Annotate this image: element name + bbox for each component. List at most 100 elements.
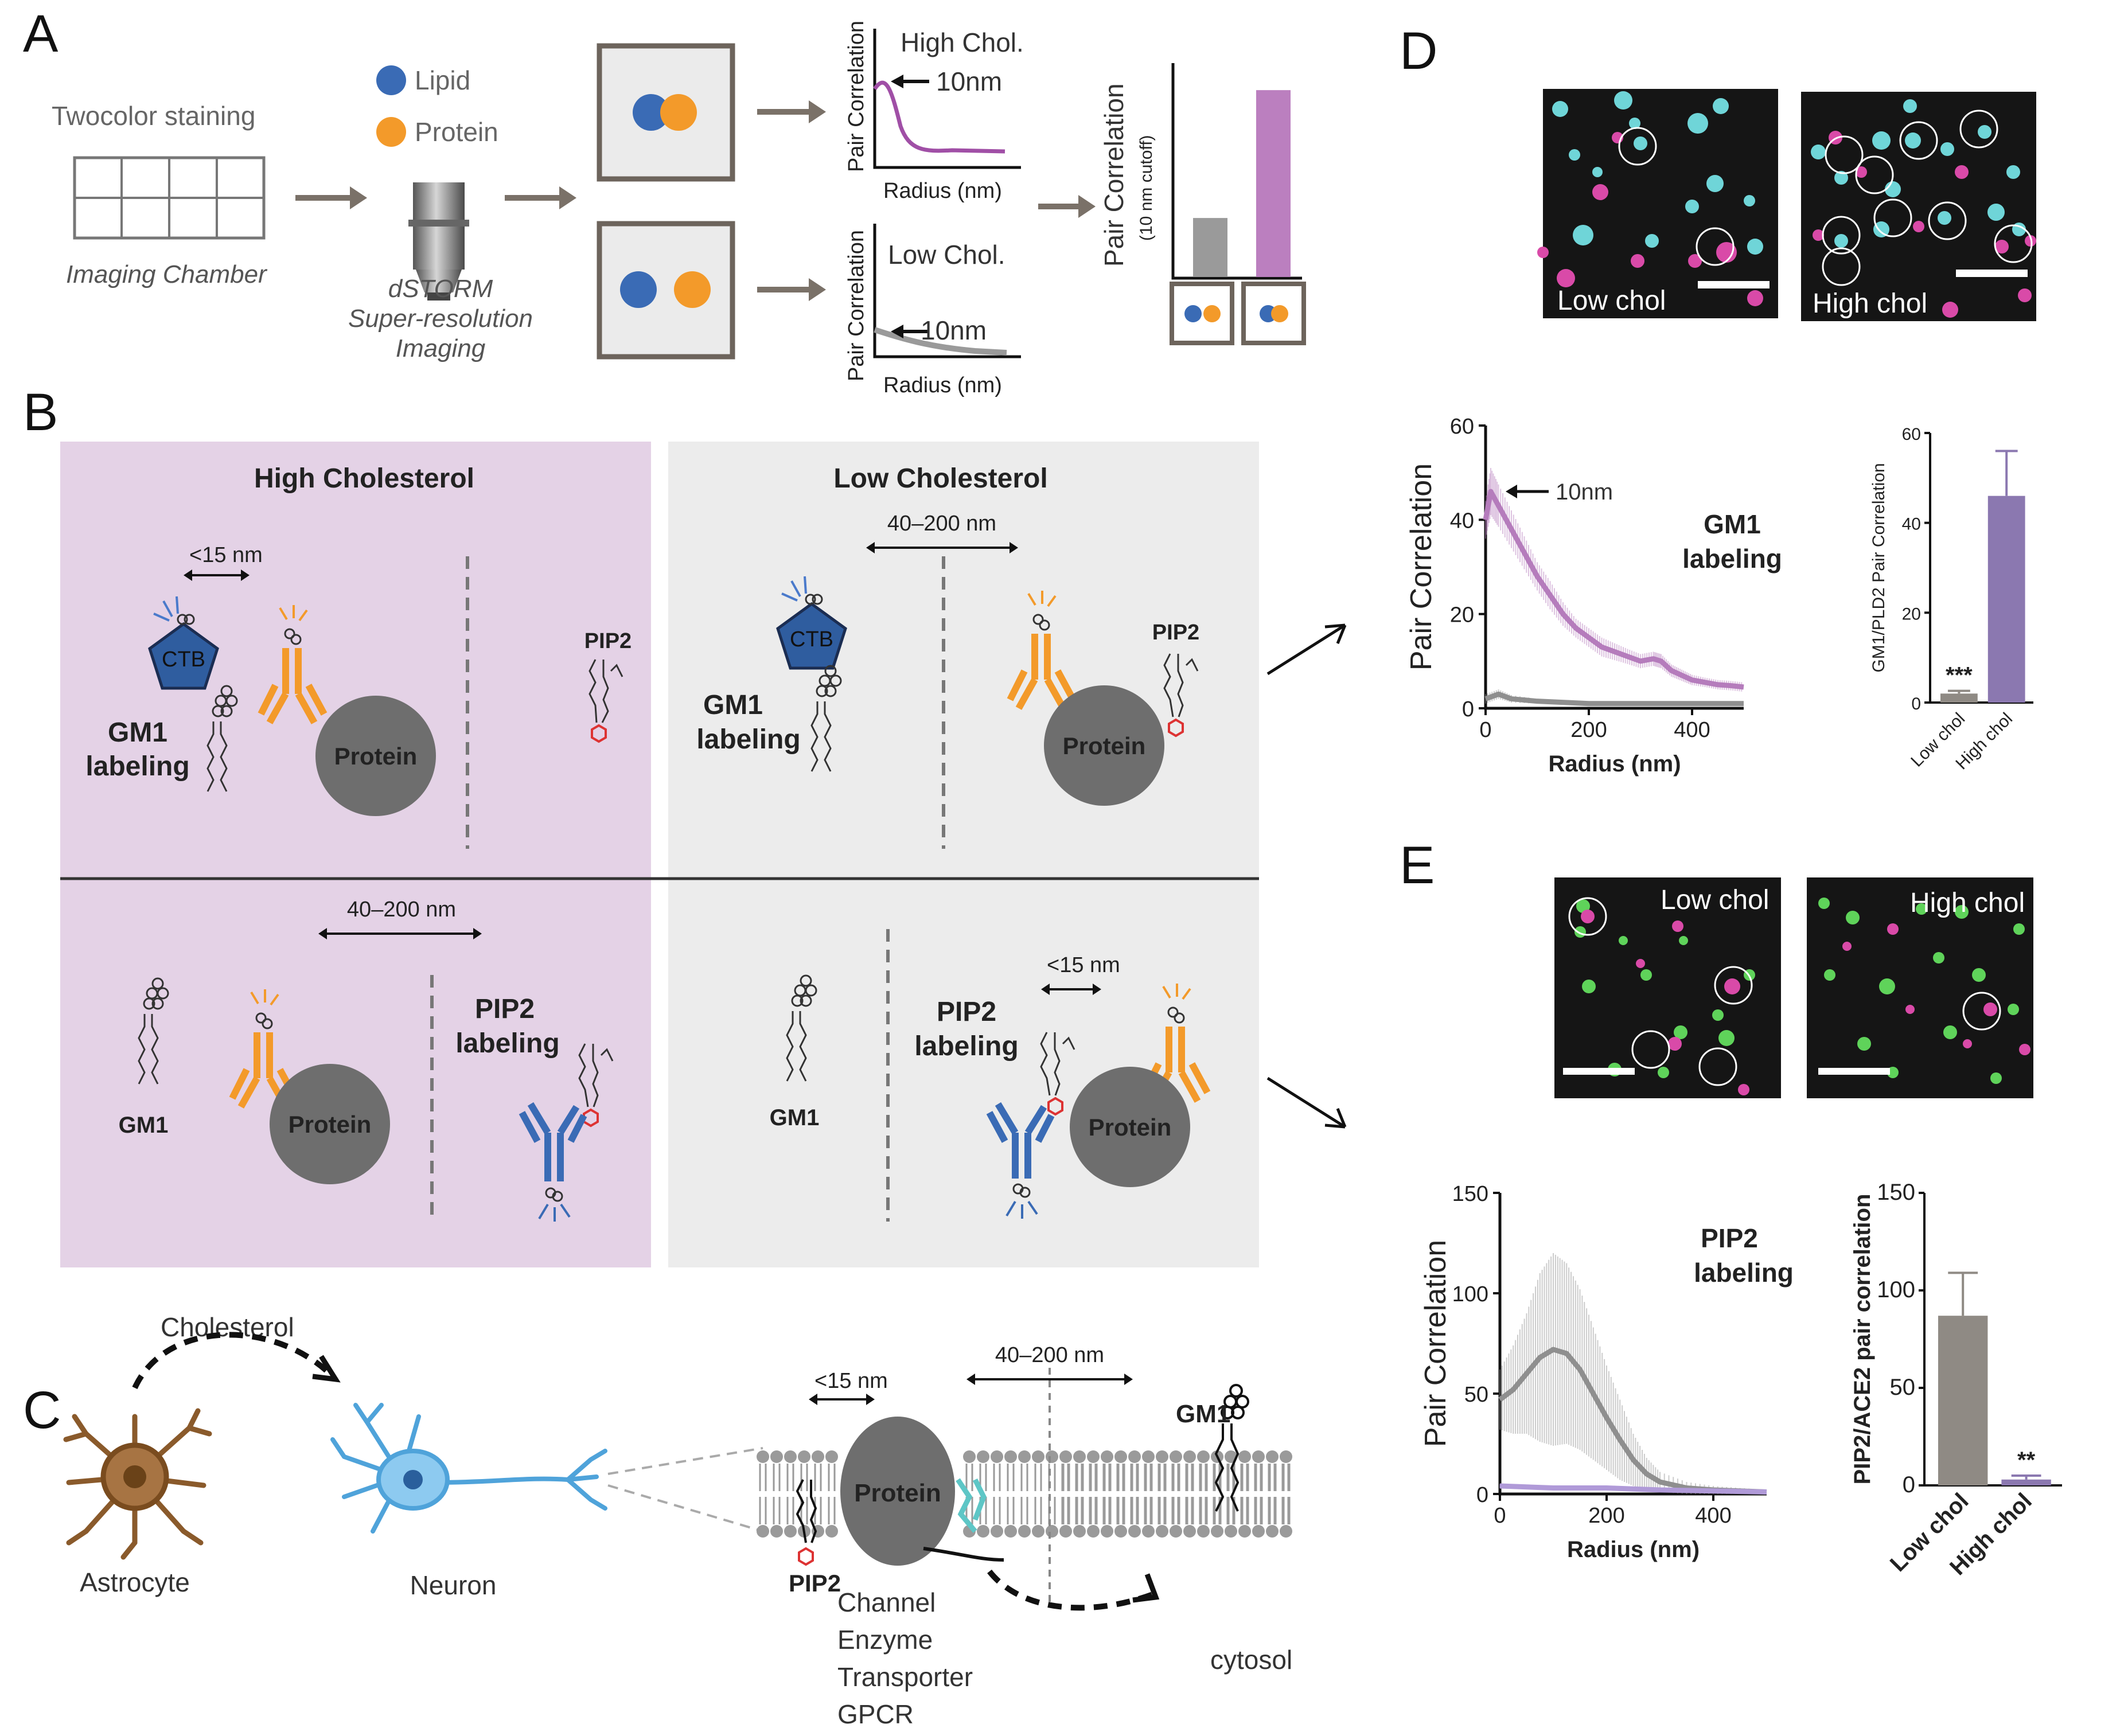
colocalization-ring xyxy=(1714,966,1753,1005)
high-chol-curve xyxy=(873,80,1005,154)
series-line-1 xyxy=(1484,691,1744,707)
colocalization-ring xyxy=(1855,155,1894,194)
fluorescent-spot xyxy=(1943,1025,1957,1039)
pointer-arrow-icon xyxy=(1266,623,1346,676)
lipid-tail xyxy=(773,1464,781,1524)
lipid-head xyxy=(1114,1450,1127,1463)
x-tick-label: 400 xyxy=(1695,1504,1731,1528)
panel-a: Twocolor staining Imaging Chamber Lipid … xyxy=(52,21,1306,397)
colocalization-ring xyxy=(1696,227,1735,266)
dist-15nm-label: <15 nm xyxy=(1047,953,1120,977)
x-tick-label: 200 xyxy=(1570,718,1607,742)
fluorescent-spot xyxy=(1879,978,1895,994)
cholesterol-teal-icon xyxy=(956,1478,987,1533)
lipid-tail xyxy=(1007,1464,1015,1524)
arrow-head-icon xyxy=(312,1355,341,1383)
scale-bar xyxy=(1956,270,2028,277)
legend-box-separated xyxy=(1170,282,1234,345)
fluorescent-spot xyxy=(1552,101,1568,117)
y-tick-label: 0 xyxy=(1903,1472,1915,1497)
protein-label: Protein xyxy=(854,1479,941,1507)
lipid-tail xyxy=(1281,1464,1291,1524)
b-high-gm1: <15 nm CTB GM1 labeling Prote xyxy=(85,543,632,816)
ctb-pentagon-icon xyxy=(148,622,219,690)
colocalization-ring xyxy=(1873,198,1912,237)
scope-line3: Imaging xyxy=(396,334,486,362)
error-bars-0 xyxy=(1485,467,1743,692)
fluorescent-spot xyxy=(1744,195,1755,206)
pip2-lipid-icon xyxy=(1040,1032,1075,1096)
x-tick-label: 200 xyxy=(1588,1504,1624,1528)
bar-0 xyxy=(1940,693,1978,703)
gm1-labeling-l2: labeling xyxy=(696,724,800,755)
lipid-head xyxy=(784,1450,797,1463)
lipid-head xyxy=(770,1525,783,1538)
lipid-tail xyxy=(1020,1464,1028,1524)
fluorescent-spot xyxy=(1903,99,1917,113)
fluorescent-spot xyxy=(1824,969,1835,981)
fluorescent-spot xyxy=(2008,1004,2019,1015)
e-high-label: High chol xyxy=(1910,888,2025,918)
lipid-head xyxy=(1128,1525,1141,1538)
lipid-head xyxy=(770,1450,783,1463)
fluorescent-spot xyxy=(1990,1072,2002,1084)
cholesterol-label: Cholesterol xyxy=(161,1312,294,1342)
pip2-labeling-l1: PIP2 xyxy=(475,994,535,1024)
fluorescent-spot xyxy=(1614,91,1632,110)
fluorescent-spot xyxy=(1592,184,1608,200)
series-line-0 xyxy=(1483,489,1744,690)
lipid-head xyxy=(1238,1450,1251,1463)
y-axis-label: PIP2/ACE2 pair correlation xyxy=(1850,1194,1875,1485)
fluorescent-spot xyxy=(1640,969,1652,981)
b-low-pip2: <15 nm GM1 PIP2 labeling xyxy=(770,953,1211,1219)
fluorescent-spot xyxy=(1818,898,1830,909)
protein-circle xyxy=(1044,685,1164,806)
high-chol-title: High Chol. xyxy=(901,28,1024,57)
x-axis-label: Radius (nm) xyxy=(1548,751,1681,777)
y-axis-label: Pair Correlation xyxy=(1405,463,1438,670)
lipid-head xyxy=(1156,1450,1168,1463)
bar-1 xyxy=(2001,1479,2051,1485)
colocalization-ring xyxy=(1825,135,1864,174)
fluorescent-spot xyxy=(1557,269,1575,287)
lipid-head xyxy=(1128,1450,1141,1463)
fluorescent-spot xyxy=(1813,229,1824,241)
fluorescent-spot xyxy=(1619,936,1628,945)
lipid-head xyxy=(1004,1525,1017,1538)
lipid-tail xyxy=(1199,1464,1208,1524)
pip2-headgroup-icon xyxy=(1168,718,1184,738)
lipid-tail xyxy=(1171,1464,1180,1524)
b-high-pip2: 40–200 nm GM1 Protein PIP2 labeling xyxy=(119,898,614,1222)
gm1-label: GM1 xyxy=(1176,1400,1230,1428)
fluorescent-spot xyxy=(2025,235,2036,247)
pointer-arrow-icon xyxy=(1266,1076,1346,1129)
lipid-tail xyxy=(1254,1464,1263,1524)
fluorescent-spot xyxy=(1713,98,1729,114)
fluorescent-spot xyxy=(1887,923,1899,935)
d-10nm-label: 10nm xyxy=(1556,479,1613,505)
fluorescent-spot xyxy=(1972,968,1986,982)
small-ylabel: Pair Correlation xyxy=(844,230,868,381)
colocalization-ring xyxy=(1928,201,1967,240)
fluorescent-spot xyxy=(1582,980,1596,993)
fluorescent-spot xyxy=(1905,1005,1915,1014)
fluorescent-spot xyxy=(2006,165,2020,179)
lipid-tail xyxy=(1075,1464,1084,1524)
protein-circle xyxy=(315,696,436,816)
y-axis-label: Pair Correlation xyxy=(1419,1240,1452,1447)
fluorescent-spot xyxy=(1592,167,1603,177)
fluorescent-spot xyxy=(1576,899,1590,913)
x-tick-label: 400 xyxy=(1674,718,1710,742)
significance-label: *** xyxy=(1946,663,1973,688)
fluorescent-spot xyxy=(1873,221,1889,237)
fluorescent-spot xyxy=(1983,1002,1997,1016)
fluorescent-spot xyxy=(1569,149,1580,161)
lipid-tail xyxy=(1102,1464,1112,1524)
y-tick-label: 20 xyxy=(1902,604,1921,623)
fluorescent-spot xyxy=(1581,910,1595,923)
legend-protein: Protein xyxy=(415,117,498,147)
y-tick-label: 0 xyxy=(1476,1483,1488,1507)
lipid-tail xyxy=(1268,1464,1277,1524)
